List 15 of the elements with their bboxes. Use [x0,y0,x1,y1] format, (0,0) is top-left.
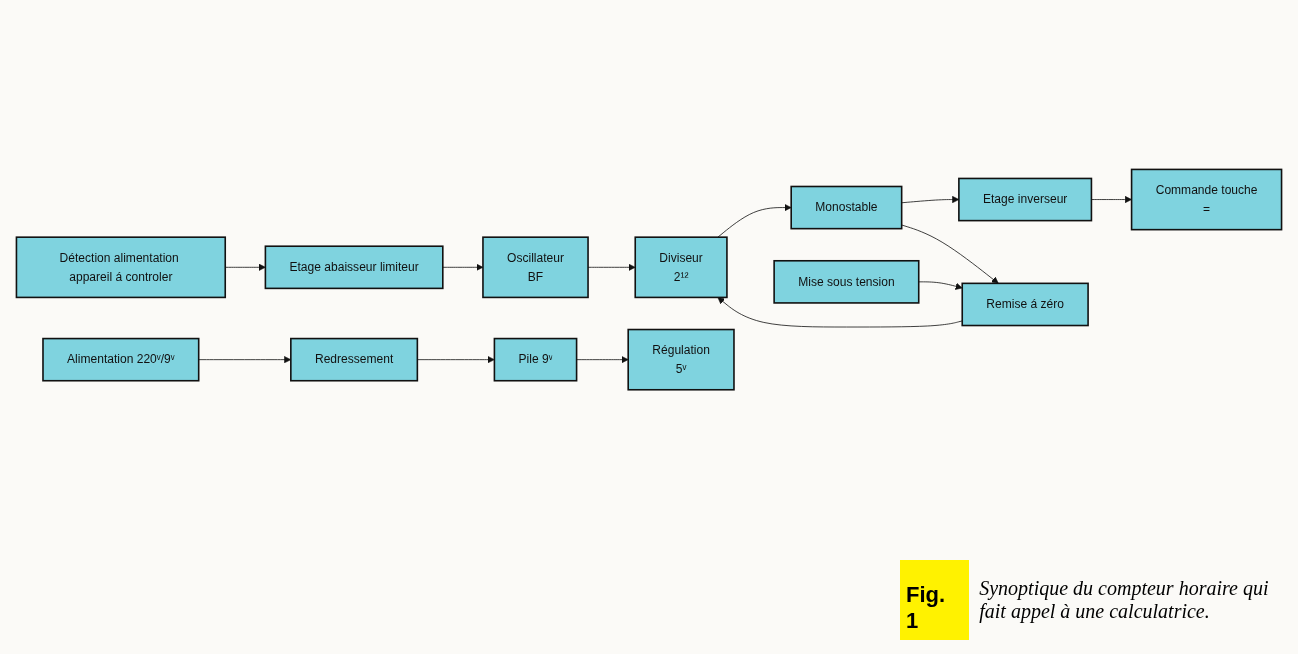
node-box: Redressement [290,338,419,382]
node-box: Oscillateur BF [482,236,589,299]
figure-number: Fig. 1 [900,560,970,640]
node-box: Diviseur 2¹² [634,236,728,299]
node-box: Monostable [790,186,903,230]
node-box: Etage abaisseur limiteur [264,245,444,290]
node-box: Alimentation 220ᵛ/9ᵛ [42,338,200,382]
node-box: Pile 9ᵛ [493,338,578,382]
node-box: Commande touche = [1130,169,1283,231]
node-box: Détection alimentation appareil á controler [15,236,227,299]
node-box: Mise sous tension [773,260,920,305]
node-box: Régulation 5ᵛ [627,329,735,391]
node-box: Remise á zéro [961,282,1089,327]
caption: Synoptique du compteur horaire qui fait appel à une calculatrice. [979,577,1270,623]
node-box: Etage inverseur [958,178,1093,222]
